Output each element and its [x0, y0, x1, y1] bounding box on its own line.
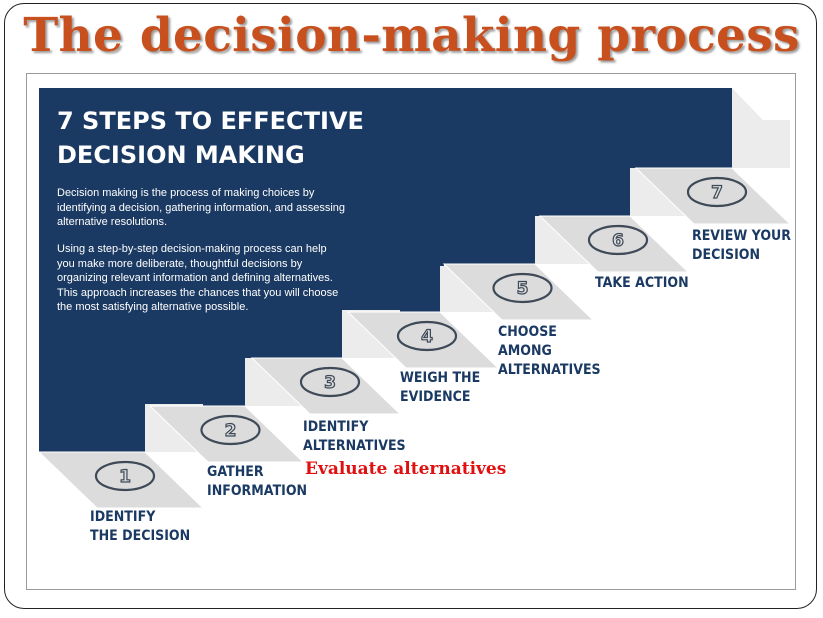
step-2-top: [148, 405, 305, 463]
step-6-number: 6: [612, 231, 624, 251]
step-4-top: [346, 311, 500, 369]
panel-heading: 7 STEPS TO EFFECTIVE DECISION MAKING: [57, 104, 387, 172]
step-7-number: 7: [711, 183, 723, 203]
step-1-top: [37, 451, 205, 509]
step-3-number: 3: [324, 373, 336, 393]
step-3-badge: [299, 366, 361, 398]
step-2-badge: [200, 414, 261, 446]
navy-panel: [39, 88, 732, 452]
step-5-number: 5: [517, 279, 529, 299]
top-step-face: [732, 88, 790, 168]
evaluate-alternatives-annotation: Evaluate alternatives: [305, 459, 507, 479]
step-7-badge: [686, 176, 748, 208]
panel-paragraph-1: Decision making is the process of making…: [57, 187, 346, 228]
step-4-number: 4: [421, 327, 433, 347]
step-1-number: 1: [119, 467, 131, 487]
steps-layer: 1 2 3 4 5 6 7: [37, 120, 792, 509]
step-3-top: [250, 357, 402, 415]
step-4-badge: [396, 320, 458, 352]
panel-paragraph-2: Using a step-by-step decision-making pro…: [57, 243, 339, 313]
step-4-label: WEIGH THE EVIDENCE: [400, 370, 481, 405]
step-3-label: IDENTIFY ALTERNATIVES: [303, 419, 406, 454]
step-6-badge: [587, 224, 649, 256]
step-7-label: REVIEW YOUR DECISION: [692, 228, 791, 263]
step-2-number: 2: [225, 421, 237, 441]
step-5-top: [442, 263, 595, 321]
step-5-badge: [492, 272, 553, 304]
slide-title: The decision-making process: [23, 8, 800, 63]
step-5-label: CHOOSE AMONG ALTERNATIVES: [498, 324, 601, 378]
step-2-label: GATHER INFORMATION: [207, 464, 308, 499]
step-7-top: [634, 167, 792, 225]
step-1-label: IDENTIFY THE DECISION: [90, 509, 191, 544]
panel-heading-line2: DECISION MAKING: [57, 141, 305, 169]
step-1-badge: [94, 460, 156, 492]
step-6-top: [538, 215, 690, 273]
panel-heading-line1: 7 STEPS TO EFFECTIVE: [57, 107, 364, 135]
step-6-label: TAKE ACTION: [595, 275, 689, 291]
